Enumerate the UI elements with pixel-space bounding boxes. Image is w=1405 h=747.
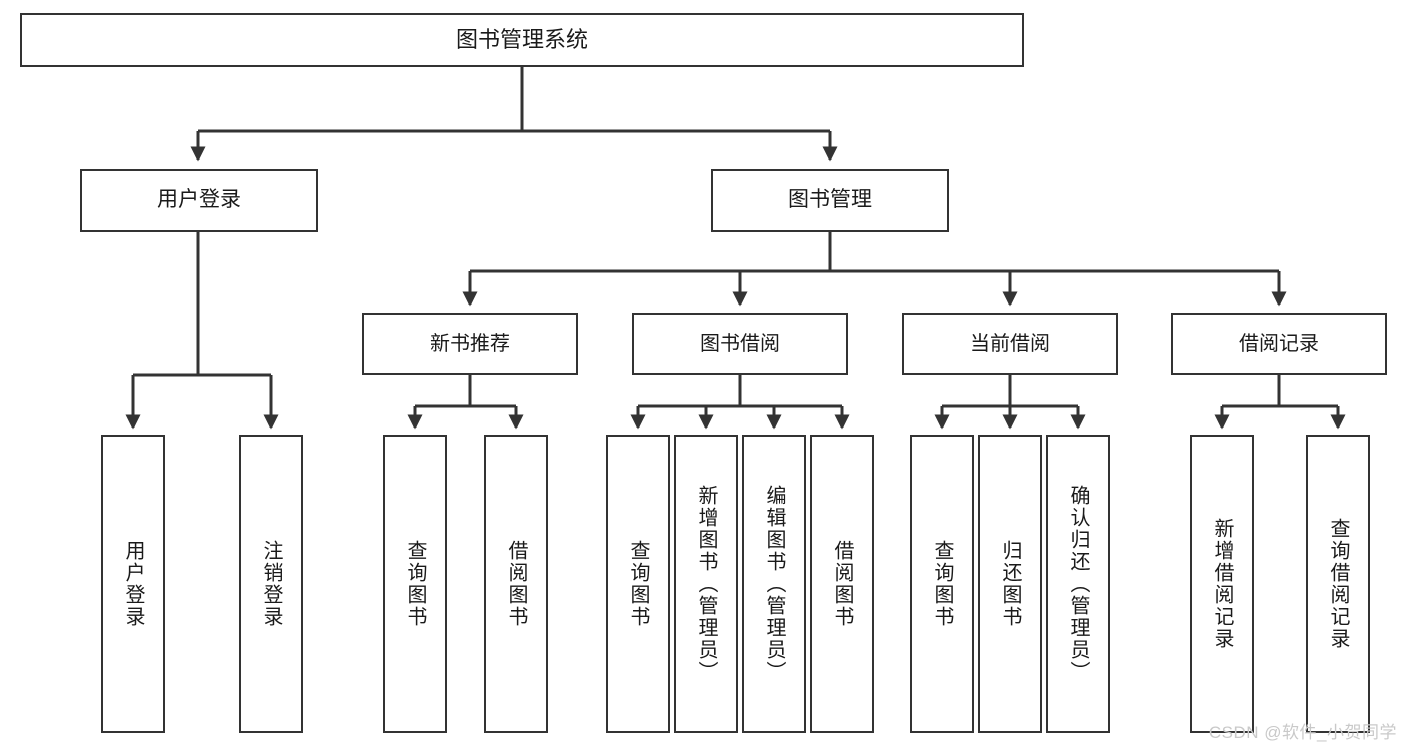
node-leaf-logout-login[interactable]: 注销登录 bbox=[239, 435, 303, 733]
node-label: 图书管理系统 bbox=[455, 27, 588, 53]
watermark-text: CSDN @软件_小贺同学 bbox=[1208, 723, 1397, 742]
node-label: 查询图书 bbox=[404, 540, 426, 628]
node-leaf-query-borrow-record[interactable]: 查询借阅记录 bbox=[1306, 435, 1370, 733]
node-leaf-borrow-book-1[interactable]: 借阅图书 bbox=[484, 435, 548, 733]
node-book-borrow[interactable]: 图书借阅 bbox=[632, 313, 848, 375]
node-user-login[interactable]: 用户登录 bbox=[80, 169, 318, 232]
node-label: 借阅图书 bbox=[505, 540, 527, 628]
node-label: 用户登录 bbox=[122, 540, 144, 628]
node-label: 注销登录 bbox=[260, 540, 282, 628]
node-borrow-record[interactable]: 借阅记录 bbox=[1171, 313, 1387, 375]
node-leaf-add-borrow-record[interactable]: 新增借阅记录 bbox=[1190, 435, 1254, 733]
node-current-borrow[interactable]: 当前借阅 bbox=[902, 313, 1118, 375]
node-root-system[interactable]: 图书管理系统 bbox=[20, 13, 1024, 67]
node-label: 图书借阅 bbox=[700, 332, 780, 355]
node-label: 查询借阅记录 bbox=[1327, 518, 1349, 650]
node-label: 编辑图书（管理员） bbox=[763, 485, 785, 683]
node-leaf-user-login[interactable]: 用户登录 bbox=[101, 435, 165, 733]
node-label: 新增图书（管理员） bbox=[695, 485, 717, 683]
node-label: 查询图书 bbox=[931, 540, 953, 628]
node-leaf-query-book-1[interactable]: 查询图书 bbox=[383, 435, 447, 733]
node-label: 归还图书 bbox=[999, 540, 1021, 628]
node-label: 图书管理 bbox=[788, 188, 872, 212]
node-label: 借阅记录 bbox=[1239, 332, 1319, 355]
node-leaf-add-book-admin[interactable]: 新增图书（管理员） bbox=[674, 435, 738, 733]
node-label: 用户登录 bbox=[157, 188, 241, 212]
node-leaf-borrow-book-2[interactable]: 借阅图书 bbox=[810, 435, 874, 733]
node-label: 当前借阅 bbox=[970, 332, 1050, 355]
node-label: 查询图书 bbox=[627, 540, 649, 628]
node-leaf-confirm-return-admin[interactable]: 确认归还（管理员） bbox=[1046, 435, 1110, 733]
node-label: 新书推荐 bbox=[430, 332, 510, 355]
node-label: 确认归还（管理员） bbox=[1067, 485, 1089, 683]
node-leaf-edit-book-admin[interactable]: 编辑图书（管理员） bbox=[742, 435, 806, 733]
node-leaf-query-book-3[interactable]: 查询图书 bbox=[910, 435, 974, 733]
node-leaf-return-book[interactable]: 归还图书 bbox=[978, 435, 1042, 733]
node-label: 借阅图书 bbox=[831, 540, 853, 628]
node-leaf-query-book-2[interactable]: 查询图书 bbox=[606, 435, 670, 733]
node-new-book-recommend[interactable]: 新书推荐 bbox=[362, 313, 578, 375]
node-label: 新增借阅记录 bbox=[1211, 518, 1233, 650]
node-book-management[interactable]: 图书管理 bbox=[711, 169, 949, 232]
